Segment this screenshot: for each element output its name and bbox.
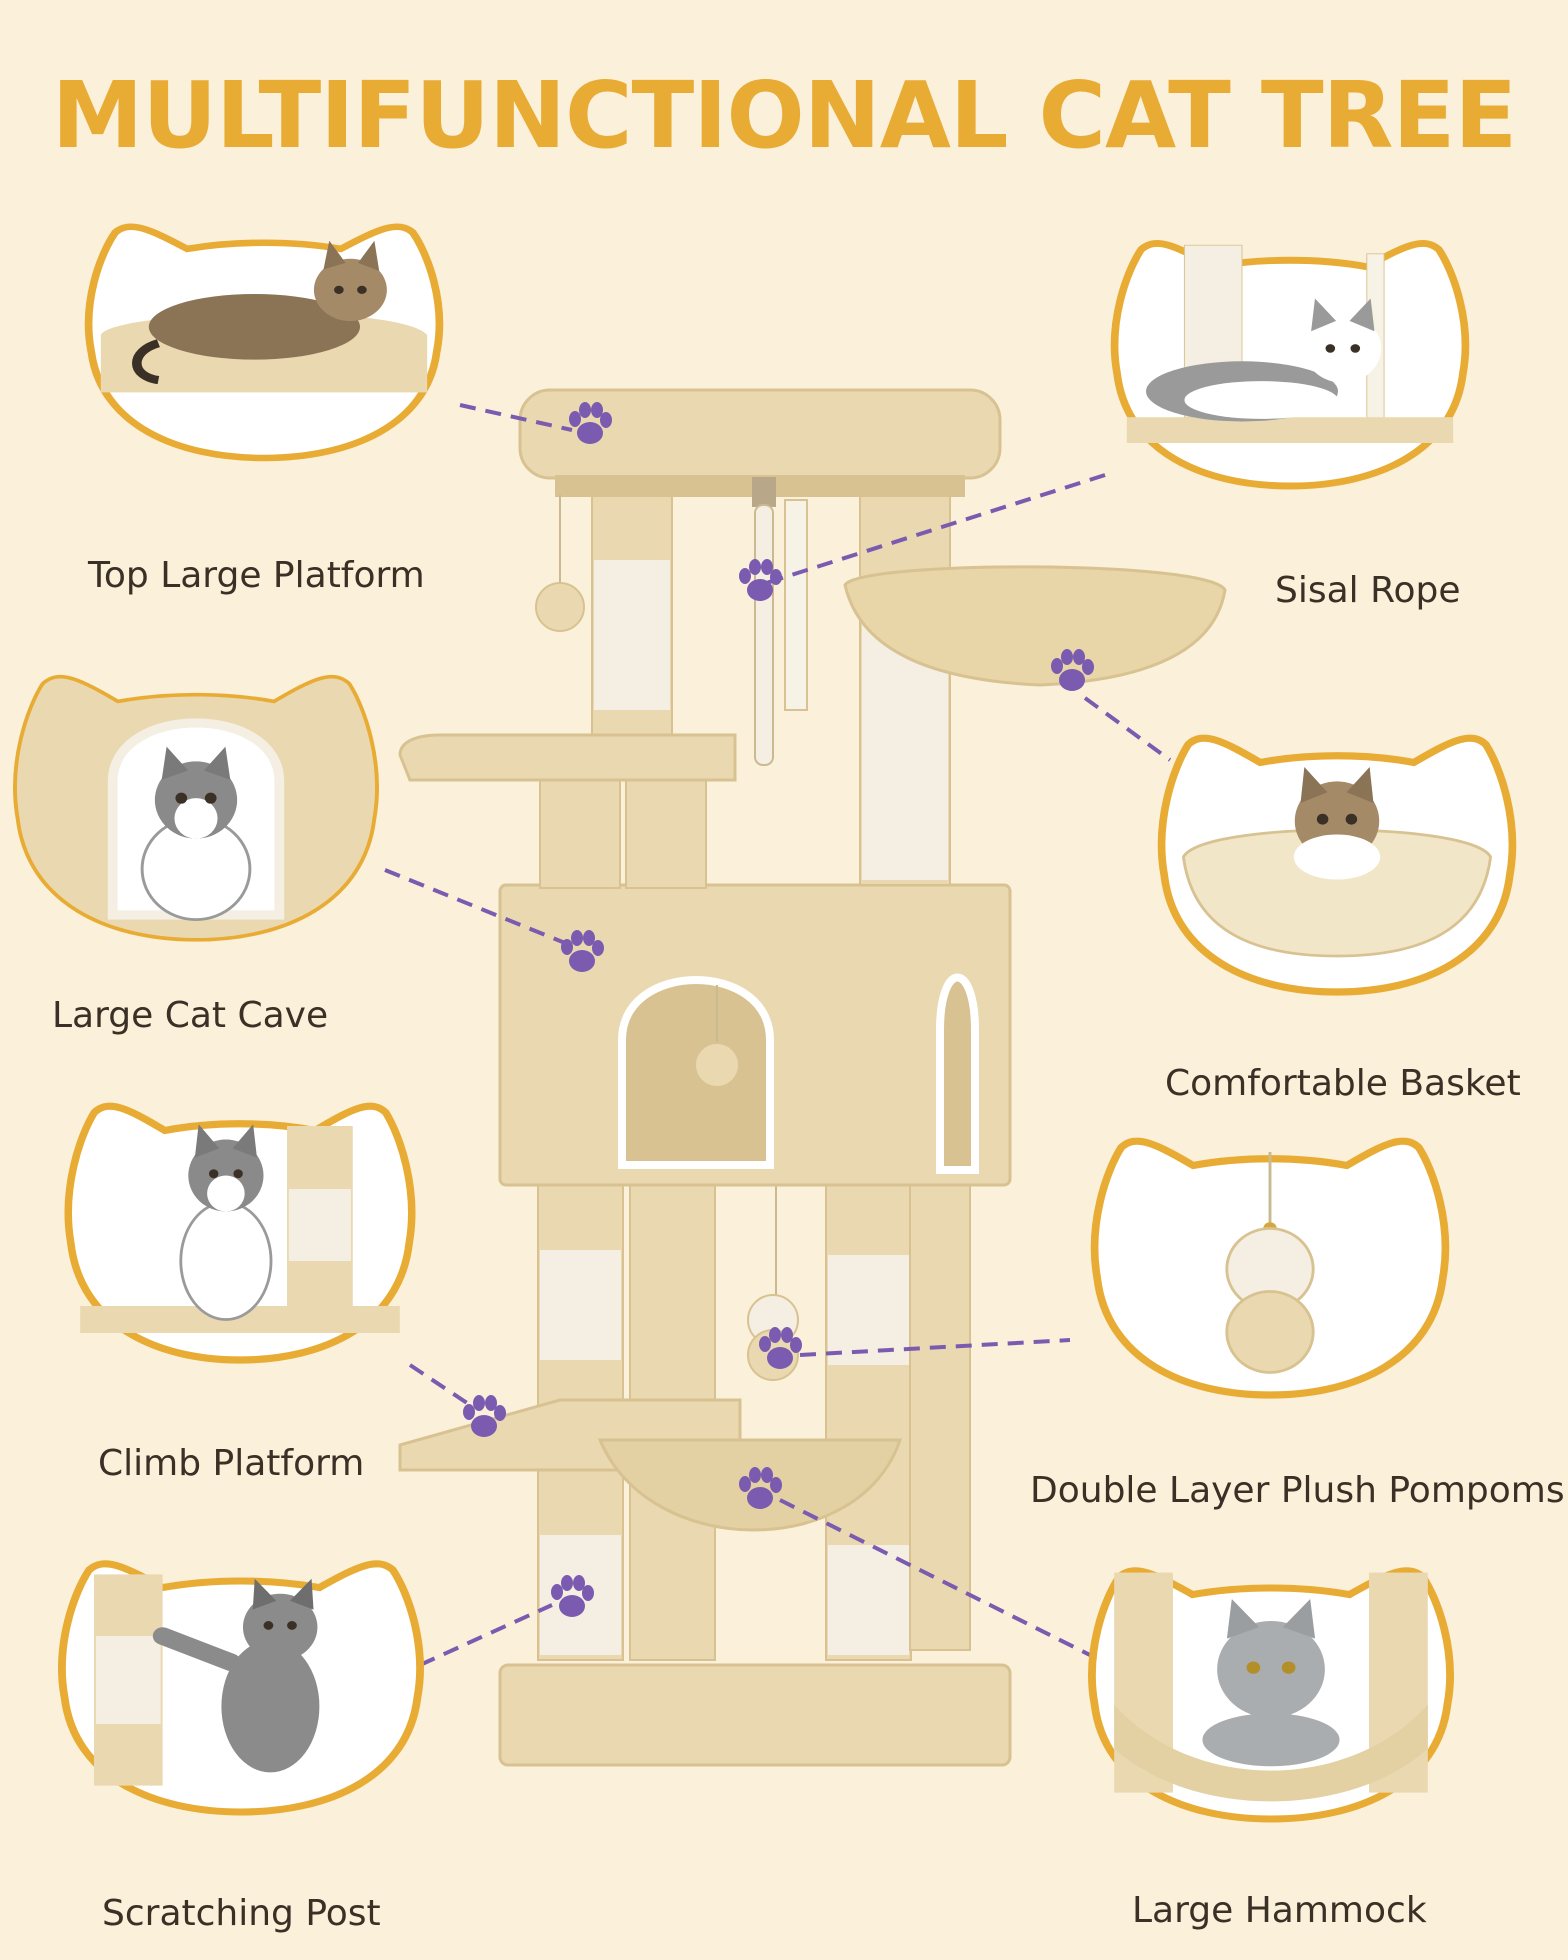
cat-tree — [398, 388, 1227, 1767]
badge-top-platform — [89, 227, 440, 458]
tree-post — [539, 769, 621, 889]
tree-base — [498, 1663, 1012, 1767]
basket — [843, 565, 1227, 687]
badge-climb-platform — [68, 1106, 411, 1360]
kitten-in-basket-icon — [1181, 767, 1493, 958]
tabby-cat-lying-icon — [100, 240, 428, 393]
label-comfortable-basket: Comfortable Basket — [1165, 1063, 1521, 1104]
paw-icon — [739, 559, 782, 601]
label-top-large-platform: Top Large Platform — [88, 555, 425, 596]
tree-post — [909, 1179, 971, 1651]
tree-post — [625, 769, 707, 889]
label-large-hammock: Large Hammock — [1132, 1890, 1427, 1931]
badge-hammock — [1092, 1571, 1450, 1819]
sisal-rope — [754, 504, 774, 766]
sitting-kitten-icon — [80, 1124, 400, 1333]
badge-basket — [1162, 738, 1513, 992]
label-climb-platform: Climb Platform — [98, 1443, 365, 1484]
label-double-layer-plush-pompoms: Double Layer Plush Pompoms — [1030, 1470, 1565, 1511]
white-grey-cat-icon — [1126, 244, 1454, 443]
page-title: MULTIFUNCTIONAL CAT TREE — [51, 62, 1517, 169]
scratching-kitten-icon — [94, 1574, 320, 1786]
badge-sisal-rope — [1115, 243, 1466, 486]
grey-cat-in-hammock-icon — [1114, 1572, 1428, 1802]
label-large-cat-cave: Large Cat Cave — [52, 995, 329, 1036]
small-platform — [398, 733, 737, 782]
label-sisal-rope: Sisal Rope — [1275, 570, 1461, 611]
badge-pompoms — [1095, 1141, 1446, 1395]
badge-scratching-post — [62, 1564, 420, 1812]
connector-lines — [384, 403, 1172, 1667]
label-scratching-post: Scratching Post — [102, 1893, 381, 1934]
pompom-icon — [1225, 1152, 1315, 1374]
badge-cat-cave — [17, 679, 375, 938]
kitten-in-cave-icon — [107, 718, 285, 921]
